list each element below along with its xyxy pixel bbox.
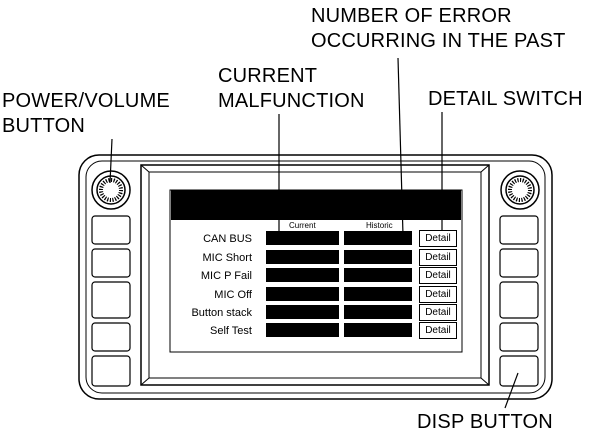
- current-cell: [266, 305, 339, 319]
- detail-button[interactable]: Detail: [419, 304, 457, 321]
- callout-power-volume-line1: POWER/VOLUME: [2, 90, 170, 112]
- outer-bezel: [78, 154, 553, 400]
- callout-current-malfunction-line1: CURRENT: [218, 65, 318, 87]
- row-label-mic-p-fail: MIC P Fail: [200, 270, 252, 282]
- right-side-buttons[interactable]: [499, 215, 539, 352]
- callout-number-of-error-line2: OCCURRING IN THE PAST: [311, 30, 566, 52]
- detail-button[interactable]: Detail: [419, 230, 457, 247]
- historic-cell: [344, 250, 412, 264]
- current-cell: [266, 268, 339, 282]
- row-label-mic-short: MIC Short: [202, 252, 252, 264]
- disp-button[interactable]: [499, 355, 539, 387]
- detail-button[interactable]: Detail: [419, 286, 457, 303]
- detail-button[interactable]: Detail: [419, 249, 457, 266]
- current-cell: [266, 250, 339, 264]
- callout-number-of-error-line1: NUMBER OF ERROR: [311, 5, 512, 27]
- callout-current-malfunction-line2: MALFUNCTION: [218, 90, 365, 112]
- historic-cell: [344, 287, 412, 301]
- power-volume-knob-icon[interactable]: [91, 170, 131, 210]
- detail-button[interactable]: Detail: [419, 322, 457, 339]
- right-knob-icon[interactable]: [500, 170, 540, 210]
- row-label-self-test: Self Test: [210, 325, 252, 337]
- row-label-can-bus: CAN BUS: [203, 233, 252, 245]
- current-cell: [266, 231, 339, 245]
- inner-bezel: [85, 160, 546, 394]
- historic-cell: [344, 268, 412, 282]
- historic-cell: [344, 231, 412, 245]
- screen-frame-outer: [140, 164, 490, 386]
- row-label-mic-off: MIC Off: [214, 289, 252, 301]
- column-header-current: Current: [289, 221, 316, 230]
- screen-frame-inner: [148, 171, 482, 379]
- historic-cell: [344, 305, 412, 319]
- column-header-historic: Historic: [366, 221, 393, 230]
- callout-detail-switch: DETAIL SWITCH: [428, 88, 583, 110]
- historic-cell: [344, 323, 412, 337]
- current-cell: [266, 287, 339, 301]
- current-cell: [266, 323, 339, 337]
- row-label-button-stack: Button stack: [191, 307, 252, 319]
- callout-disp-button: DISP BUTTON: [417, 411, 553, 433]
- callout-power-volume-line2: BUTTON: [2, 115, 86, 137]
- detail-button[interactable]: Detail: [419, 267, 457, 284]
- left-side-buttons[interactable]: [91, 215, 131, 387]
- screen-header-bar: [171, 190, 461, 220]
